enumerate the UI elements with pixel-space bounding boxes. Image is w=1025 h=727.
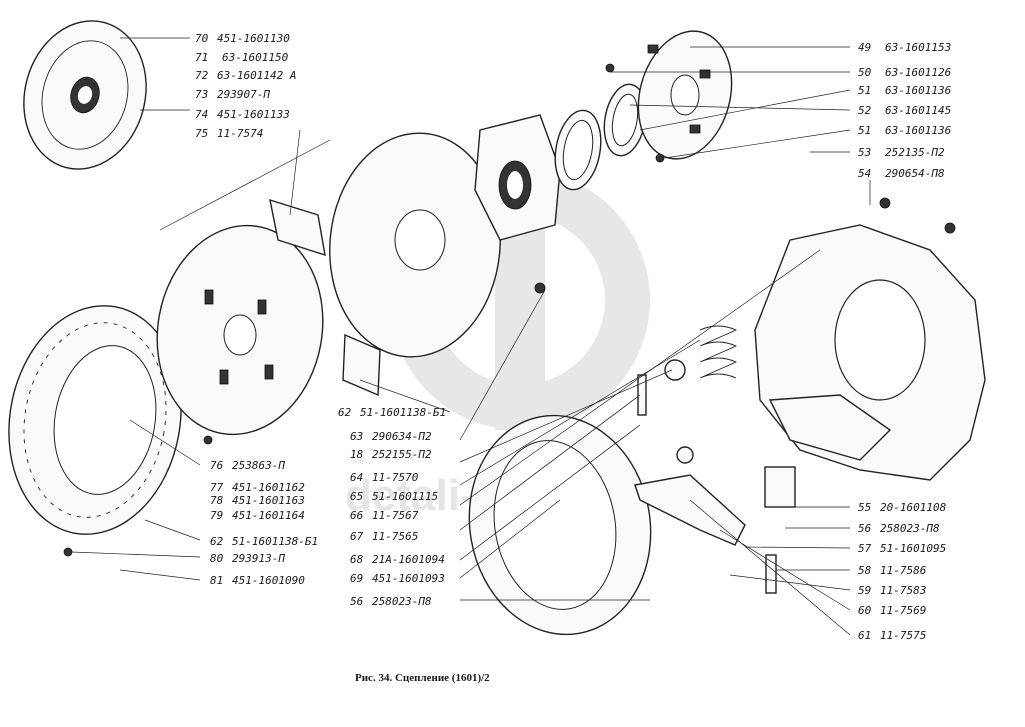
code-59: 11-7583 — [880, 584, 926, 597]
labels-right-bottom: 55 20-1601108 56 258023-П8 57 51-1601095… — [858, 501, 947, 642]
label-71: 71 — [195, 51, 208, 64]
code-64: 11-7570 — [372, 471, 419, 484]
pressure-disc — [329, 132, 501, 358]
code-49: 63-1601153 — [885, 41, 951, 54]
label-72: 72 — [195, 69, 209, 82]
flange-plate — [637, 30, 733, 160]
code-57: 51-1601095 — [880, 542, 946, 555]
label-74: 74 — [195, 108, 208, 121]
driven-disc-plate — [156, 224, 324, 436]
code-56c: 258023-П8 — [372, 595, 432, 608]
damper-plate-upper — [269, 198, 326, 257]
label-81: 81 — [210, 574, 223, 587]
code-60: 11-7569 — [880, 604, 926, 617]
label-56c: 56 — [350, 595, 364, 608]
code-74: 451-1601133 — [217, 108, 290, 121]
code-56: 258023-П8 — [880, 522, 940, 535]
code-78: 451-1601163 — [232, 494, 305, 507]
code-52: 63-1601145 — [885, 104, 951, 117]
label-66: 66 — [350, 509, 364, 522]
code-77: 451-1601162 — [232, 481, 305, 494]
label-55: 55 — [858, 501, 871, 514]
code-54: 290654-П8 — [885, 167, 945, 180]
code-80: 293913-П — [232, 552, 285, 565]
labels-center: 62 51-1601138-Б1 63 290634-П2 18 252155-… — [338, 406, 446, 608]
label-61: 61 — [858, 629, 871, 642]
code-72: 63-1601142 А — [217, 69, 296, 82]
label-80: 80 — [210, 552, 224, 565]
code-66: 11-7567 — [372, 509, 419, 522]
code-70: 451-1601130 — [217, 32, 290, 45]
label-60: 60 — [858, 604, 872, 617]
labels-left-bottom: 76 253863-П 77 451-1601162 78 451-160116… — [210, 459, 318, 587]
code-62b: 51-1601138-Б1 — [232, 535, 318, 548]
label-50: 50 — [858, 66, 872, 79]
label-78: 78 — [210, 494, 224, 507]
label-62: 62 — [338, 406, 352, 419]
splined-hub — [474, 114, 561, 241]
code-79: 451-1601164 — [232, 509, 305, 522]
label-77: 77 — [210, 481, 224, 494]
code-61: 11-7575 — [880, 629, 926, 642]
damper-plate-lower — [342, 333, 381, 397]
label-51b: 51 — [858, 124, 871, 137]
label-70: 70 — [195, 32, 209, 45]
code-75: 11-7574 — [217, 127, 263, 140]
figure-caption: Рис. 34. Сцепление (1601)/2 — [355, 672, 490, 684]
code-73: 293907-П — [217, 88, 270, 101]
pressure-spring — [699, 325, 738, 379]
label-18: 18 — [350, 448, 364, 461]
labels-left-top: 70 451-1601130 71 63-1601150 72 63-16011… — [195, 32, 296, 140]
code-69: 451-1601093 — [372, 572, 445, 585]
code-58: 11-7586 — [880, 564, 927, 577]
label-54: 54 — [858, 167, 871, 180]
bolts-and-pins — [63, 63, 956, 594]
label-68: 68 — [350, 553, 364, 566]
pressure-ring — [468, 414, 652, 636]
label-58: 58 — [858, 564, 872, 577]
small-friction-disc — [23, 20, 147, 170]
code-68: 21А-1601094 — [372, 553, 445, 566]
code-51b: 63-1601136 — [885, 124, 952, 137]
code-63: 290634-П2 — [372, 430, 432, 443]
label-49: 49 — [858, 41, 871, 54]
code-55: 20-1601108 — [880, 501, 947, 514]
label-79: 79 — [210, 509, 223, 522]
code-62: 51-1601138-Б1 — [360, 406, 446, 419]
label-76: 76 — [210, 459, 224, 472]
label-63: 63 — [350, 430, 363, 443]
code-65: 51-1601115 — [372, 490, 438, 503]
label-65: 65 — [350, 490, 363, 503]
code-81: 451-1601090 — [232, 574, 305, 587]
label-67: 67 — [350, 530, 364, 543]
code-67: 11-7565 — [372, 530, 418, 543]
large-friction-disc — [8, 305, 182, 535]
label-59: 59 — [858, 584, 871, 597]
leader-lines — [71, 37, 871, 636]
label-56: 56 — [858, 522, 872, 535]
retainer-rings — [554, 83, 647, 191]
label-62b: 62 — [210, 535, 224, 548]
code-76: 253863-П — [232, 459, 285, 472]
code-53: 252135-П2 — [885, 146, 945, 159]
clutch-housing — [754, 224, 986, 481]
label-73: 73 — [195, 88, 208, 101]
labels-right-top: 49 63-1601153 50 63-1601126 51 63-160113… — [858, 41, 952, 180]
label-52: 52 — [858, 104, 872, 117]
release-lever — [634, 474, 746, 546]
label-57: 57 — [858, 542, 872, 555]
code-51: 63-1601136 — [885, 84, 952, 97]
code-18: 252155-П2 — [372, 448, 432, 461]
code-50: 63-1601126 — [885, 66, 952, 79]
label-69: 69 — [350, 572, 363, 585]
code-71: 63-1601150 — [222, 51, 289, 64]
label-51: 51 — [858, 84, 871, 97]
label-75: 75 — [195, 127, 208, 140]
label-64: 64 — [350, 471, 363, 484]
label-53: 53 — [858, 146, 871, 159]
